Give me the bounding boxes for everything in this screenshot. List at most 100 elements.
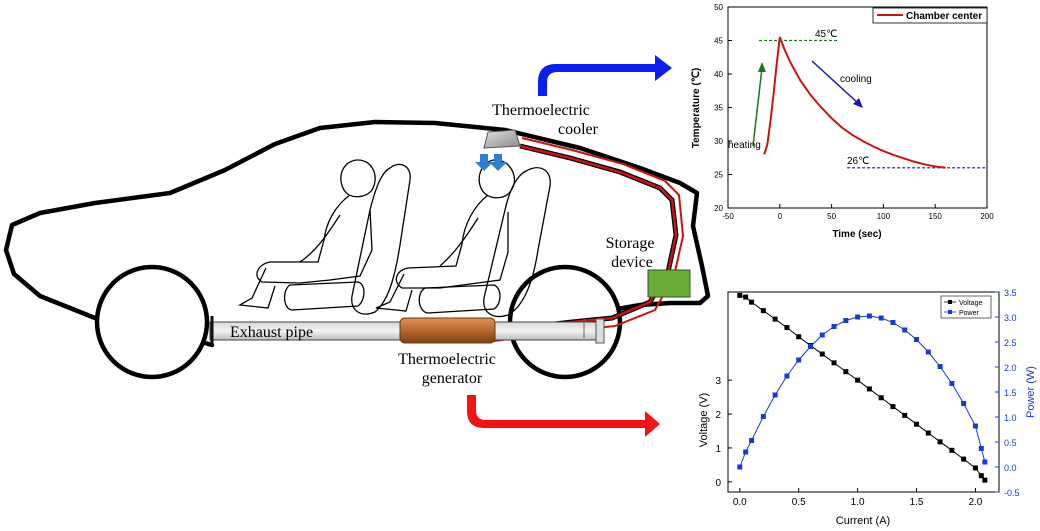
y-tick-label: 0 (715, 478, 721, 489)
voltage-data-point (972, 465, 978, 471)
power-data-point (937, 364, 943, 369)
label-thermoelectric-cooler-2: cooler (558, 121, 599, 138)
temperature-chart-legend (872, 7, 988, 24)
legend-label-power: Power (959, 310, 980, 317)
y-tick-label: 3 (715, 376, 721, 387)
voltage-data-point (914, 421, 920, 427)
power-data-point (982, 459, 988, 465)
voltage-data-point (949, 447, 955, 453)
voltage-data-point (937, 439, 943, 445)
power-data-point (866, 313, 872, 319)
x-tick-label: 1.0 (851, 497, 865, 508)
voltage-data-point (982, 477, 988, 483)
cooling-arrow (811, 60, 860, 105)
y-tick-label: 45 (714, 37, 723, 46)
label-storage-device-2: device (611, 254, 653, 271)
front-passenger-seat (375, 159, 551, 318)
voltage-data-point (772, 316, 778, 322)
legend-label-voltage: Voltage (959, 300, 982, 307)
voltage-data-point (855, 377, 861, 383)
voltage-power-chart-ylabel-right: Power (W) (1025, 366, 1037, 418)
power-data-point (978, 446, 984, 451)
voltage-series-points (737, 292, 988, 483)
voltage-data-point (831, 360, 837, 366)
y-tick-label: 40 (714, 70, 723, 79)
power-data-point (819, 332, 825, 338)
rear-wheel (94, 264, 210, 380)
heating-annotation: heating (728, 140, 761, 151)
voltage-data-point (961, 456, 967, 462)
power-data-point (878, 315, 884, 321)
voltage-data-point (843, 369, 849, 375)
y2-tick-label: 1.5 (1004, 388, 1017, 398)
y2-tick-label: 0.0 (1004, 463, 1017, 473)
power-data-point (760, 414, 766, 419)
y-tick-label: 2 (715, 410, 721, 421)
ref-label-45: 45℃ (815, 29, 837, 40)
cooling-annotation: cooling (840, 74, 872, 85)
voltage-data-point (737, 292, 743, 298)
y2-tick-label: 0.5 (1004, 438, 1017, 448)
temperature-chart-reference-lines (759, 39, 987, 169)
power-data-point (949, 381, 955, 386)
power-data-point (831, 324, 837, 329)
label-thermoelectric-generator-1: Thermoelectric (398, 351, 496, 368)
x-tick-label: 2.0 (968, 497, 982, 508)
y-tick-label: 35 (714, 104, 723, 113)
voltage-data-point (760, 308, 766, 314)
car-body-outline (3, 119, 711, 348)
voltage-power-chart-xlabel: Current (A) (836, 515, 890, 527)
y2-tick-label: 3.5 (1004, 288, 1017, 298)
power-data-point (902, 327, 908, 333)
voltage-data-point (925, 430, 931, 436)
ref-label-26: 26℃ (847, 156, 869, 167)
power-data-point (914, 337, 920, 342)
x-tick-label: 50 (827, 212, 836, 221)
heating-arrow (752, 67, 763, 147)
power-data-point (972, 423, 978, 429)
label-thermoelectric-generator-2: generator (422, 370, 483, 387)
power-data-point (890, 320, 896, 325)
y-tick-label: 50 (714, 3, 723, 12)
power-series-points (737, 313, 988, 470)
voltage-data-point (866, 386, 872, 392)
label-storage-device-1: Storage (606, 235, 655, 252)
power-data-point (737, 464, 743, 470)
label-thermoelectric-cooler-1: Thermoelectric (492, 102, 590, 119)
airflow-arrows-icon (475, 154, 507, 171)
power-series-line (739, 315, 986, 468)
x-tick-label: 150 (929, 212, 943, 221)
x-tick-label: -50 (722, 212, 734, 221)
voltage-data-point (978, 473, 984, 479)
power-data-point (749, 438, 755, 443)
voltage-data-point (890, 404, 896, 410)
y2-tick-label: 2.5 (1004, 338, 1017, 348)
temperature-chart-frame (727, 6, 988, 209)
chamber-center-line (763, 36, 946, 169)
temperature-chart-ylabel: Temperature (℃) (691, 68, 702, 149)
power-data-point (855, 314, 861, 320)
voltage-data-point (749, 299, 755, 305)
heating-arrow-head (758, 62, 766, 72)
legend-label-chamber-center: Chamber center (906, 11, 982, 22)
power-data-point (807, 344, 813, 349)
power-data-point (743, 449, 749, 455)
power-data-point (772, 392, 778, 398)
voltage-data-point (784, 325, 790, 331)
y2-tick-label: 2.0 (1004, 363, 1017, 373)
y-tick-label: 25 (714, 171, 723, 180)
voltage-data-point (878, 395, 884, 401)
storage-device-box (647, 269, 691, 298)
thermoelectric-cooler-block (483, 129, 521, 149)
y-tick-label: 20 (714, 204, 723, 213)
y-tick-label: 1 (715, 444, 721, 455)
voltage-data-point (902, 412, 908, 418)
temperature-chart-xlabel: Time (sec) (832, 229, 881, 240)
voltage-data-point (796, 334, 802, 340)
voltage-power-chart-frame (727, 291, 1000, 493)
rear-passenger-seat (237, 159, 411, 315)
power-data-point (925, 349, 931, 355)
